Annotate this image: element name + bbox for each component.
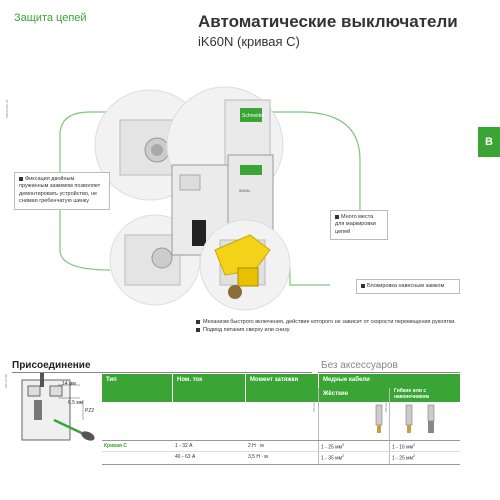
brand-logo: Schneider xyxy=(242,113,265,119)
page-subtitle: iK60N (кривая С) xyxy=(198,34,300,49)
chapter-tab[interactable]: B xyxy=(478,127,500,157)
connection-heading: Присоединение xyxy=(12,360,91,371)
table-grid xyxy=(318,388,319,464)
divider xyxy=(12,372,312,373)
bullet-icon xyxy=(361,283,365,288)
table-cell: 1 - 35 мм2 xyxy=(321,454,345,462)
table-cell: 2 Н · м xyxy=(248,443,264,449)
table-grid xyxy=(102,464,460,465)
accessories-heading: Без аксессуаров xyxy=(321,360,398,371)
th-type: Тип xyxy=(102,374,172,402)
bullet-icon xyxy=(335,214,339,219)
callout-fixation: Фиксация двойным пружинным зажимом позво… xyxy=(14,172,110,210)
table-cell: 1 - 25 мм2 xyxy=(321,443,345,451)
figure-code: DB123457 xyxy=(312,397,316,412)
model-label: iK60N xyxy=(239,188,250,193)
flexible-cable-icon xyxy=(405,404,435,433)
table-grid xyxy=(389,388,390,464)
bullet-icon xyxy=(196,320,200,324)
table-grid xyxy=(102,440,460,441)
bullet-icon xyxy=(196,328,200,333)
figure-code: DB123456 xyxy=(4,373,8,388)
th-copper: Медные кабели xyxy=(319,374,460,388)
figure-code: DB123458 xyxy=(384,397,388,412)
th-rigid: Жёсткие xyxy=(319,388,389,402)
dim-strip: 14 мм xyxy=(62,381,76,387)
list-item: Подвод питания сверху или снизу. xyxy=(196,326,456,334)
divider xyxy=(318,372,460,373)
table-cell: 40 - 63 А xyxy=(175,454,196,460)
list-item: Механизм быстрого включения, действие ко… xyxy=(196,318,456,326)
table-cell: 3,5 Н · м xyxy=(248,454,268,460)
figure-code: PB100436-40 xyxy=(5,99,9,118)
th-current: Ном. ток xyxy=(173,374,245,402)
feature-list: Механизм быстрого включения, действие ко… xyxy=(196,318,456,335)
table-cell: 1 - 25 мм2 xyxy=(392,454,416,462)
table-cell: Кривая С xyxy=(104,443,127,449)
page-title: Автоматические выключатели xyxy=(198,12,458,31)
table-cell: 1 - 16 мм2 xyxy=(392,443,416,451)
table-cell: 1 - 32 А xyxy=(175,443,193,449)
callout-padlock: Блокировка навесным замком xyxy=(356,279,460,295)
th-torque: Момент затяжки xyxy=(246,374,318,402)
rigid-cable-icon xyxy=(375,404,383,433)
bullet-icon xyxy=(19,176,23,181)
th-flexible: Гибкие или с наконечником xyxy=(390,388,460,402)
dim-screw: 6.5 мм xyxy=(68,400,84,406)
table-grid xyxy=(102,451,460,452)
section-label: Защита цепей xyxy=(14,12,87,24)
dim-driver: PZ2 xyxy=(85,408,95,414)
callout-marking: Много места для маркировки цепей xyxy=(330,210,388,241)
